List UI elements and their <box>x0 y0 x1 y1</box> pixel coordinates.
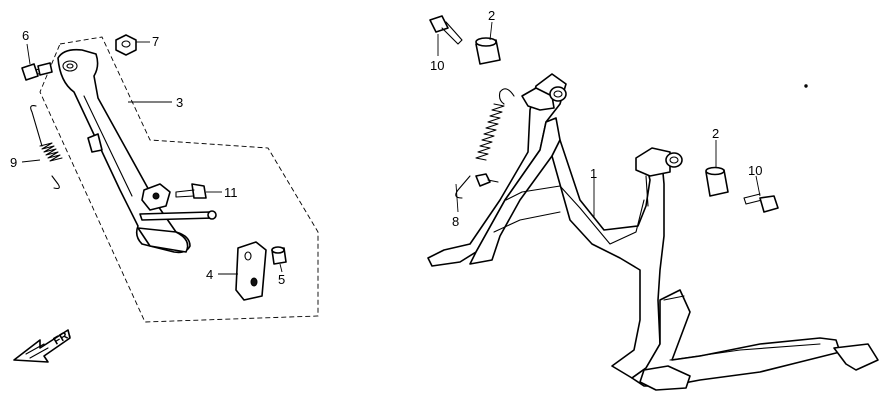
front-indicator-label: FR. <box>52 328 73 347</box>
callout-labels: 1 2 2 3 4 5 6 7 8 9 10 10 11 <box>10 8 762 287</box>
callout-3: 3 <box>176 95 183 110</box>
speck-mark <box>804 84 808 88</box>
stopper-rubber <box>235 241 267 301</box>
pivot-bolt <box>21 62 53 81</box>
main-stand-spring <box>455 88 515 199</box>
callout-2-upper: 2 <box>488 8 495 23</box>
leader-lines <box>21 21 761 275</box>
bolt-upper <box>429 15 463 45</box>
main-stand <box>427 73 879 391</box>
callout-8: 8 <box>452 214 459 229</box>
callout-10-right: 10 <box>748 163 762 178</box>
stopper-bolt <box>175 183 207 199</box>
side-stand-bar <box>57 48 217 254</box>
side-stand-spring <box>30 105 63 190</box>
collar-right <box>705 166 729 197</box>
side-stand-group: FR. <box>13 34 319 363</box>
callout-1: 1 <box>590 166 597 181</box>
callout-6: 6 <box>22 28 29 43</box>
callout-9: 9 <box>10 155 17 170</box>
callout-7: 7 <box>152 34 159 49</box>
front-direction-arrow-icon <box>13 329 71 363</box>
nut <box>115 34 137 56</box>
callout-11: 11 <box>224 185 238 200</box>
bolt-right <box>743 193 779 213</box>
main-stand-group <box>427 15 879 391</box>
collar-upper <box>475 37 501 65</box>
callout-4: 4 <box>206 267 213 282</box>
callout-2-right: 2 <box>712 126 719 141</box>
collar-small <box>271 246 287 265</box>
side-stand-group-boundary <box>39 36 319 323</box>
callout-5: 5 <box>278 272 285 287</box>
callout-10-upper: 10 <box>430 58 444 73</box>
